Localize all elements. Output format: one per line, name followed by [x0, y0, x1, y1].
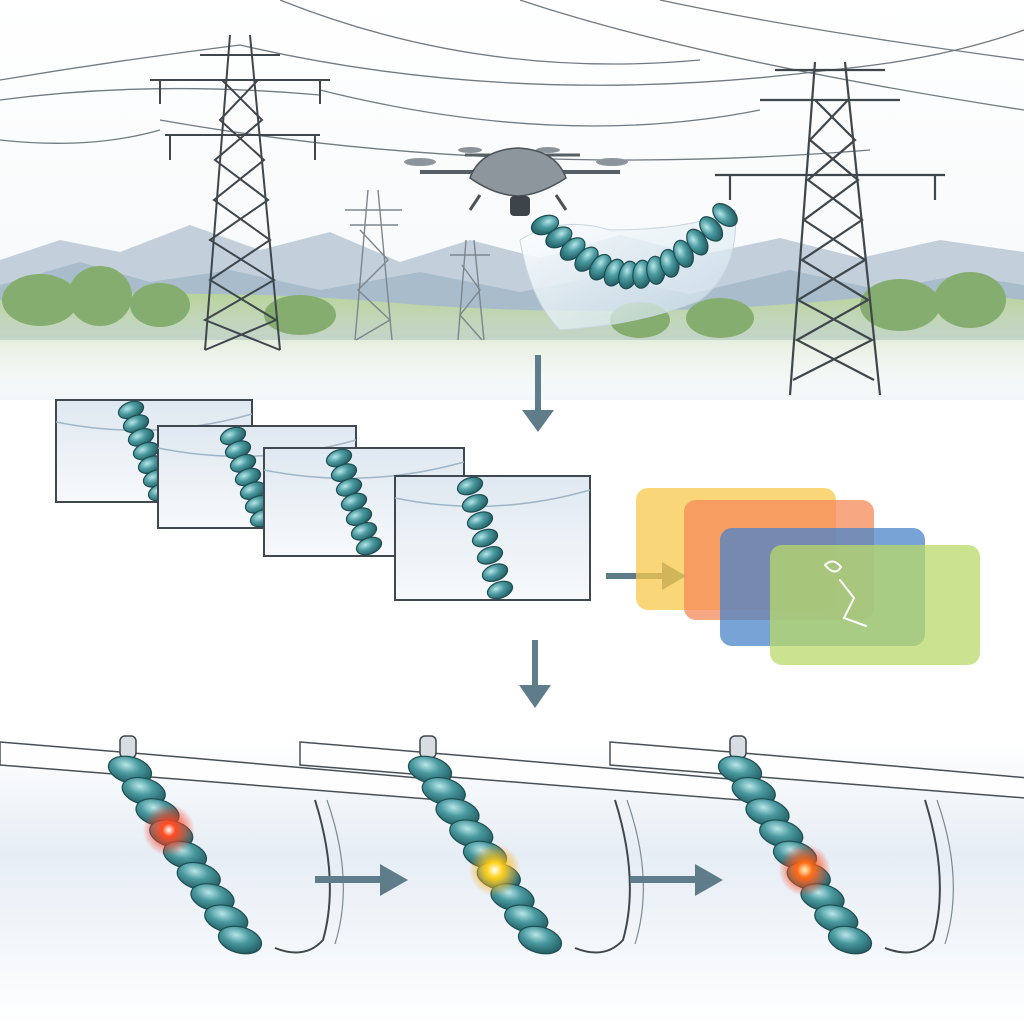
flow-arrow-right-2: [315, 864, 408, 896]
grass-field: [0, 293, 1024, 400]
image-frame-sequence: [55, 399, 591, 601]
insulator-disc: [481, 563, 509, 583]
insulator-disc: [517, 925, 563, 955]
fault-hotspot: [142, 804, 195, 856]
fault-early-panel: [0, 735, 441, 955]
multispectral-layers: [636, 488, 980, 665]
captured-image-frame: [394, 475, 591, 601]
insulator-disc: [712, 203, 738, 227]
spectral-layer: [770, 545, 980, 665]
insulator-string-aerial: [530, 203, 738, 290]
insulator-disc: [461, 493, 489, 513]
insulator-disc: [456, 476, 484, 496]
insulator-disc: [217, 925, 263, 955]
tree-line: [2, 266, 1006, 338]
frame-insulator-beads: [456, 476, 514, 600]
insulator-disc: [827, 925, 873, 955]
insulator-disc: [466, 511, 494, 531]
defect-highlight: [824, 560, 867, 627]
fault-critical-panel: [609, 735, 1024, 955]
frame-insulator-beads: [325, 448, 383, 556]
frame-insulator-beads: [219, 426, 277, 528]
transmission-tower-right: [715, 61, 945, 396]
aerial-insulator-beads: [530, 203, 738, 290]
flow-arrow-down-1: [522, 355, 554, 432]
fault-progression-panels: [0, 735, 1024, 955]
insulator-disc: [355, 536, 383, 556]
flow-arrow-right-3: [630, 864, 723, 896]
fault-hotspot: [778, 844, 831, 896]
insulator-disc: [471, 528, 499, 548]
insulator-disc: [699, 216, 724, 242]
fault-developing-panel: [299, 735, 741, 955]
transmission-tower-far: [345, 189, 490, 341]
fault-hotspot: [468, 844, 521, 896]
flow-arrow-down-2: [519, 640, 551, 708]
insulator-disc: [686, 228, 709, 256]
aerial-inspection-scene: [0, 0, 1024, 400]
transmission-tower-left: [150, 34, 330, 351]
insulator-disc: [476, 545, 504, 565]
insulator-disc: [530, 214, 560, 236]
insulator-disc: [486, 580, 514, 600]
quadcopter-drone-icon: [404, 147, 628, 216]
